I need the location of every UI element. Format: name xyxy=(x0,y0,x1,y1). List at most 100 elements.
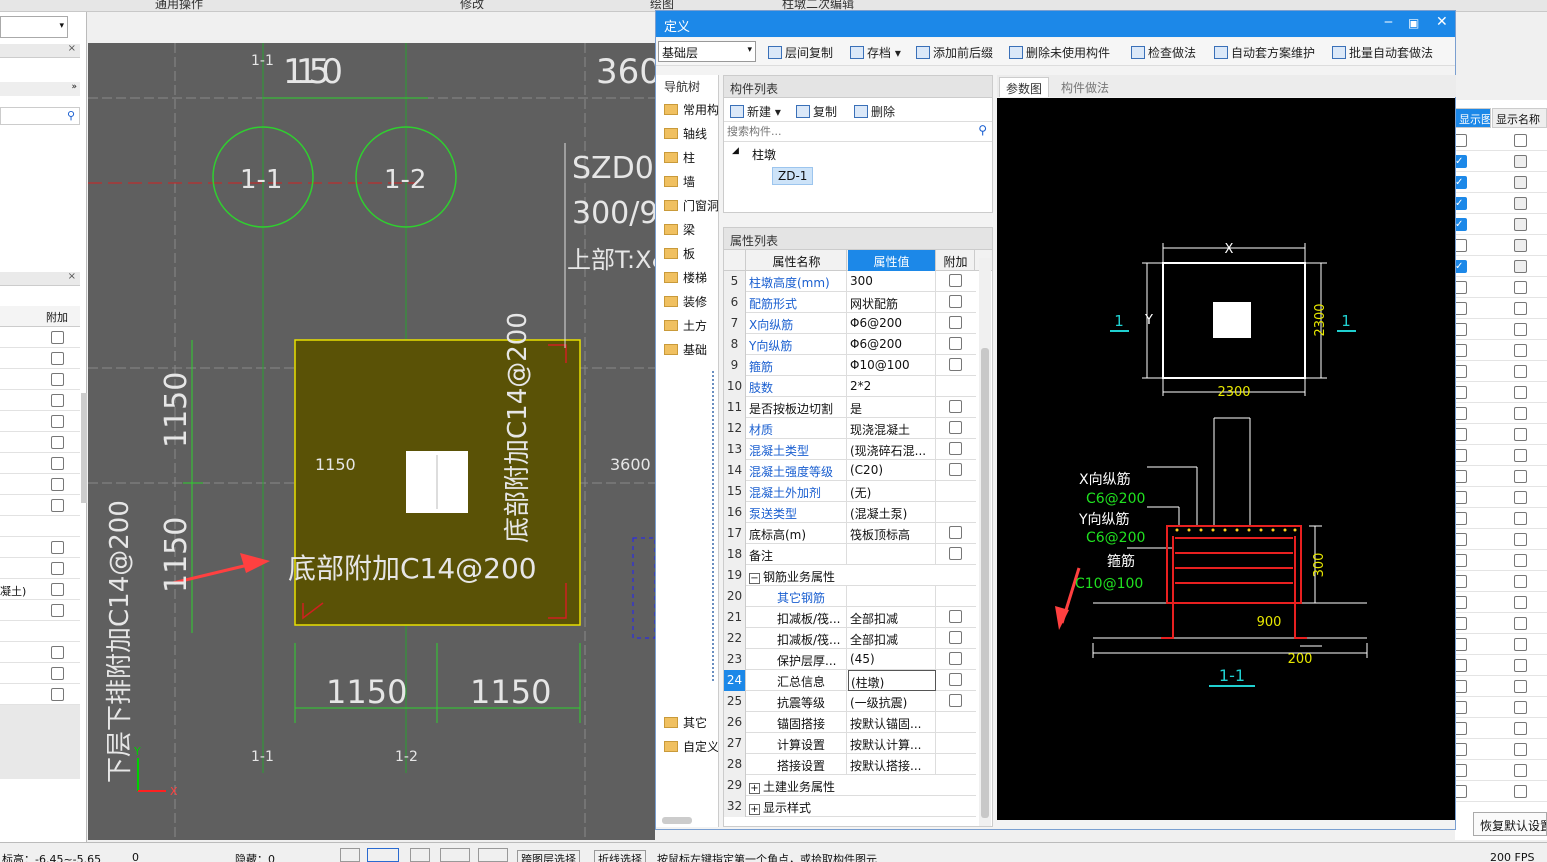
left-list-row[interactable] xyxy=(0,495,80,516)
show-element-checkbox[interactable]: ✓ xyxy=(1454,260,1467,273)
property-value[interactable]: 全部扣减 xyxy=(848,607,936,628)
dialog-resize-grip[interactable] xyxy=(997,820,1455,829)
show-name-checkbox[interactable] xyxy=(1514,302,1527,315)
property-value[interactable]: (一级抗震) xyxy=(848,691,936,712)
show-name-checkbox[interactable] xyxy=(1514,743,1527,756)
nav-item-5[interactable]: 梁 xyxy=(664,221,695,238)
show-name-checkbox[interactable] xyxy=(1514,155,1527,168)
layer-row[interactable] xyxy=(1454,466,1547,487)
floor-select[interactable]: 基础层▾ xyxy=(658,41,756,62)
snap-toggle[interactable] xyxy=(367,848,399,862)
layer-row[interactable] xyxy=(1454,697,1547,718)
layer-row[interactable]: ✓ xyxy=(1454,193,1547,214)
expand-icon[interactable]: + xyxy=(749,783,760,794)
plus-toggle[interactable] xyxy=(478,848,508,862)
polyline-select-button[interactable]: 折线选择 xyxy=(594,850,646,862)
left-row-checkbox[interactable] xyxy=(51,604,64,617)
left-list-row[interactable] xyxy=(0,390,80,411)
search-icon[interactable]: ⚲ xyxy=(66,109,75,122)
expand-icon[interactable]: + xyxy=(749,804,760,815)
check-method-button[interactable]: 检查做法 xyxy=(1131,44,1196,61)
property-value[interactable]: (混凝土泵) xyxy=(848,502,936,523)
attach-checkbox[interactable] xyxy=(949,295,962,308)
property-value[interactable]: 现浇混凝土 xyxy=(848,418,936,439)
nav-item-10[interactable]: 基础 xyxy=(664,341,707,358)
left-list-row[interactable] xyxy=(0,453,80,474)
left-list-row[interactable] xyxy=(0,663,80,684)
new-component-button[interactable]: 新建 ▾ xyxy=(730,103,781,120)
attach-checkbox[interactable] xyxy=(949,610,962,623)
layer-row[interactable] xyxy=(1454,235,1547,256)
show-name-checkbox[interactable] xyxy=(1514,365,1527,378)
layer-row[interactable] xyxy=(1454,781,1547,802)
attach-checkbox[interactable] xyxy=(949,316,962,329)
property-row[interactable]: 19−钢筋业务属性 xyxy=(724,565,976,586)
menu-modify[interactable]: 修改 xyxy=(460,0,485,11)
left-row-checkbox[interactable] xyxy=(51,541,64,554)
left-row-checkbox[interactable] xyxy=(51,583,64,596)
show-name-checkbox[interactable] xyxy=(1514,323,1527,336)
property-value[interactable]: 是 xyxy=(848,397,936,418)
layer-row[interactable] xyxy=(1454,655,1547,676)
close-icon[interactable]: ✕ xyxy=(1436,14,1448,30)
menu-common-ops[interactable]: 通用操作 xyxy=(155,0,204,11)
archive-button[interactable]: 存档 ▾ xyxy=(850,44,901,61)
menu-pier-edit[interactable]: 柱墩二次编辑 xyxy=(782,0,855,11)
batch-auto-button[interactable]: 批量自动套做法 xyxy=(1332,44,1433,61)
property-value[interactable]: Φ10@100 xyxy=(848,355,936,376)
nav-item-7[interactable]: 楼梯 xyxy=(664,269,707,286)
attach-checkbox[interactable] xyxy=(949,673,962,686)
show-name-checkbox[interactable] xyxy=(1514,134,1527,147)
show-name-checkbox[interactable] xyxy=(1514,533,1527,546)
property-value[interactable]: 2*2 xyxy=(848,376,936,397)
nav-item-6[interactable]: 板 xyxy=(664,245,695,262)
left-list-row[interactable] xyxy=(0,684,80,705)
left-list-row[interactable] xyxy=(0,642,80,663)
layer-row[interactable] xyxy=(1454,529,1547,550)
nav-item-3[interactable]: 墙 xyxy=(664,173,695,190)
nav-item-bottom-0[interactable]: 其它 xyxy=(664,714,707,731)
left-combo[interactable]: ▾ xyxy=(0,16,68,38)
property-value[interactable]: (柱墩) xyxy=(848,670,936,691)
layer-row[interactable]: ✓ xyxy=(1454,256,1547,277)
show-name-checkbox[interactable] xyxy=(1514,659,1527,672)
property-value[interactable]: 全部扣减 xyxy=(848,628,936,649)
property-value[interactable]: (45) xyxy=(848,649,936,670)
attach-checkbox[interactable] xyxy=(949,631,962,644)
cross-toggle[interactable] xyxy=(410,848,430,862)
left-list-row[interactable] xyxy=(0,369,80,390)
restore-default-button[interactable]: 恢复默认设置 xyxy=(1473,812,1547,836)
layer-row[interactable] xyxy=(1454,340,1547,361)
attach-checkbox[interactable] xyxy=(949,400,962,413)
show-name-checkbox[interactable] xyxy=(1514,785,1527,798)
search-icon[interactable]: ⚲ xyxy=(978,123,987,137)
cad-canvas[interactable]: 1150 3600 1-1 1-1 1-2 SZD01 300/9 上部T:X&… xyxy=(88,43,655,840)
cross-layer-select-button[interactable]: 跨图层选择 xyxy=(517,850,580,862)
property-value[interactable]: (现浇碎石混... xyxy=(848,439,936,460)
maximize-icon[interactable]: ▣ xyxy=(1408,16,1420,30)
layer-row[interactable] xyxy=(1454,361,1547,382)
nav-item-1[interactable]: 轴线 xyxy=(664,125,707,142)
show-name-checkbox[interactable] xyxy=(1514,239,1527,252)
layer-row[interactable] xyxy=(1454,445,1547,466)
show-name-checkbox[interactable] xyxy=(1514,680,1527,693)
property-value[interactable]: 按默认锚固... xyxy=(848,712,936,733)
attach-checkbox[interactable] xyxy=(949,442,962,455)
ortho-toggle[interactable] xyxy=(340,848,360,862)
show-name-checkbox[interactable] xyxy=(1514,512,1527,525)
left-row-checkbox[interactable] xyxy=(51,457,64,470)
layer-row[interactable]: ✓ xyxy=(1454,151,1547,172)
show-name-checkbox[interactable] xyxy=(1514,722,1527,735)
